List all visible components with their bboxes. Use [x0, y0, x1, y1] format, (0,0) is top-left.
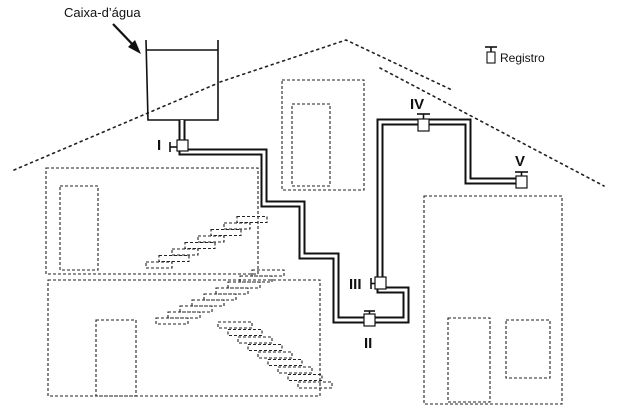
valve-iv-label: IV [410, 96, 424, 113]
stair-step [251, 269, 285, 277]
right-window [505, 319, 551, 379]
stair-step [167, 311, 201, 319]
lower-staircase [155, 269, 333, 389]
attic-window [291, 103, 331, 187]
valve-iv-icon [417, 113, 430, 132]
stair-step [237, 336, 273, 344]
stair-step [155, 317, 189, 325]
valve-icon [485, 46, 497, 64]
arrow-icon [112, 23, 141, 54]
attic-window-frame [281, 79, 365, 191]
stair-step [179, 305, 213, 313]
valve-i-label: I [157, 137, 161, 154]
stair-step [236, 215, 268, 224]
stair-step [191, 299, 225, 307]
stair-step [239, 275, 273, 283]
valve-ii-label: II [364, 335, 372, 352]
stair-step [247, 343, 283, 352]
water-pipe [178, 118, 520, 324]
stair-step [210, 228, 242, 237]
stair-step [223, 222, 251, 230]
stair-step [158, 254, 190, 263]
valve-iii-label: III [349, 276, 362, 293]
upper-staircase [145, 215, 268, 269]
stair-step [267, 358, 303, 367]
stair-step [287, 373, 323, 382]
stair-step [215, 287, 249, 295]
stair-step [257, 351, 293, 359]
valve-iii-icon [370, 276, 387, 290]
valve-ii-icon [363, 310, 376, 327]
stair-step [227, 328, 263, 337]
right-building [423, 195, 563, 405]
house-rooms [45, 79, 563, 405]
stair-step [145, 261, 173, 269]
valve-v-label: V [515, 153, 525, 170]
water-tank [145, 39, 219, 121]
roof-outline [13, 39, 605, 187]
lower-left-room [47, 279, 321, 397]
valve-v-icon [515, 171, 528, 189]
upper-left-room [45, 167, 259, 275]
stair-step [171, 248, 199, 256]
upper-left-door [59, 185, 99, 271]
tank-label: Caixa-d’água [64, 5, 141, 20]
stair-step [203, 293, 237, 301]
legend-label: Registro [500, 51, 545, 65]
stair-step [197, 235, 225, 243]
stair-step [277, 366, 313, 374]
stair-step [184, 241, 216, 250]
right-door [447, 317, 491, 403]
legend: Registro [485, 46, 545, 65]
stair-step [297, 381, 333, 389]
stair-step [227, 281, 261, 289]
valve-i-icon [169, 139, 189, 152]
stair-step [217, 321, 253, 329]
lower-left-door [95, 319, 137, 397]
